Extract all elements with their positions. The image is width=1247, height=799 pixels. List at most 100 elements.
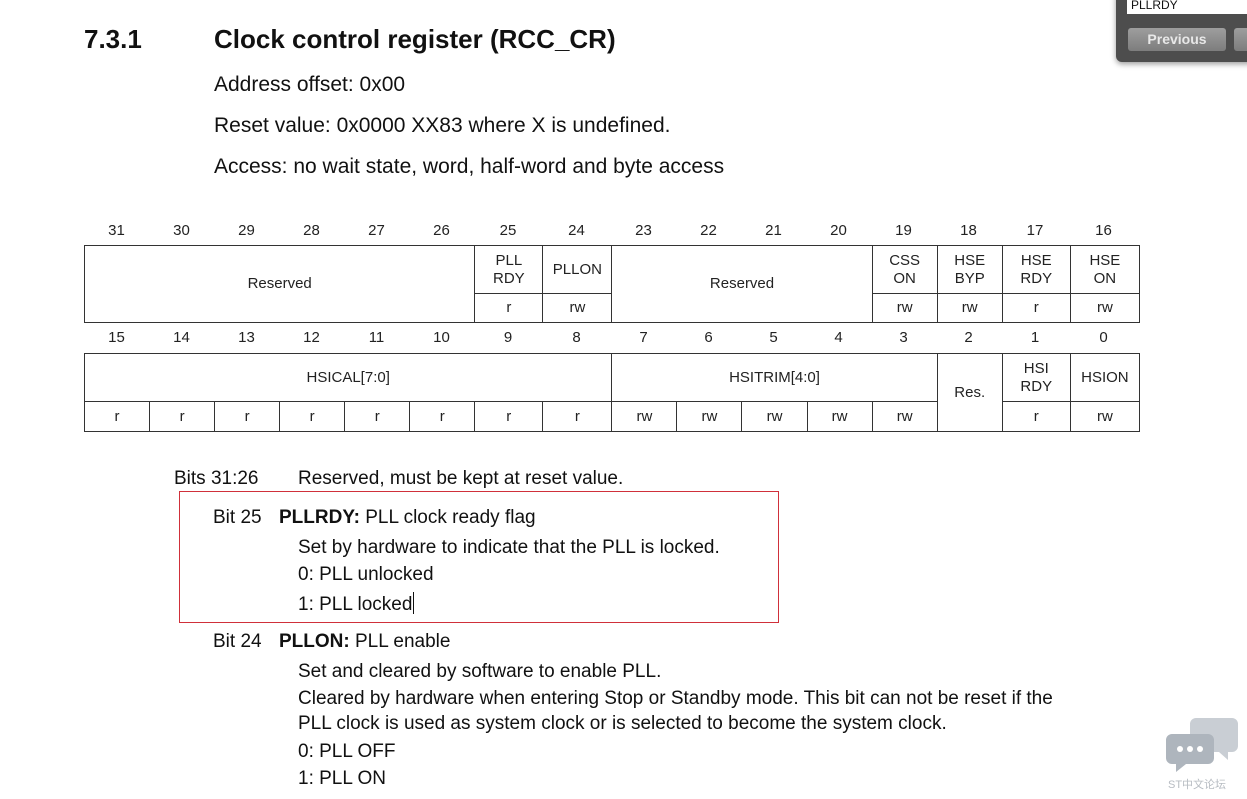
search-highlight-box <box>179 491 779 623</box>
res-field: Res. <box>936 353 1003 432</box>
bit24-name: PLLON: <box>279 631 350 652</box>
pllrdy-access: r <box>474 293 544 323</box>
bit-number: 31 <box>108 222 125 239</box>
bit-number: 16 <box>1095 222 1112 239</box>
bit-number: 1 <box>1030 329 1040 346</box>
access-cell: r <box>542 401 613 432</box>
bit24-title: PLL enable <box>349 631 451 652</box>
access-cell: r <box>409 401 476 432</box>
access-cell: r <box>83 401 151 432</box>
access-cell: r <box>149 401 216 432</box>
bit-number: 12 <box>303 329 320 346</box>
upper-bit-numbers: 31 30 29 28 27 26 25 24 23 22 21 20 19 18 17 16 <box>84 222 1140 242</box>
access-cell: rw <box>871 401 938 432</box>
bit24-line2: Cleared by hardware when entering Stop o… <box>298 688 1053 709</box>
reset-value: Reset value: 0x0000 XX83 where X is unde… <box>214 114 671 137</box>
bit24-heading: PLLON: PLL enable <box>279 631 450 653</box>
bit-number: 23 <box>635 222 652 239</box>
watermark-text: ST中文论坛 <box>1168 779 1227 791</box>
bit-number: 2 <box>964 329 973 346</box>
bit-number: 6 <box>704 329 713 346</box>
access-cell: r <box>344 401 411 432</box>
access-cell: rw <box>741 401 808 432</box>
address-offset: Address offset: 0x00 <box>214 73 406 96</box>
bit-number: 10 <box>433 329 450 346</box>
bit-number: 17 <box>1026 222 1044 239</box>
hsion-access: rw <box>1069 401 1141 432</box>
bit-number: 22 <box>700 222 717 239</box>
bit-number: 24 <box>568 222 585 239</box>
access-cell: r <box>279 401 346 432</box>
bit-number: 25 <box>499 222 517 239</box>
bit-number: 14 <box>173 329 190 346</box>
reserved-field-mid: Reserved <box>611 245 873 323</box>
access-cell: r <box>474 401 544 432</box>
hsical-field: HSICAL[7:0] <box>83 353 613 402</box>
bit25-name: PLLRDY: <box>279 507 360 528</box>
bit24-line5: 1: PLL ON <box>298 768 387 789</box>
access-cell: rw <box>676 401 743 432</box>
bit-number: 21 <box>765 222 782 239</box>
bit-number: 29 <box>238 222 255 239</box>
bit-number: 7 <box>639 329 648 346</box>
bit25-title: PLL clock ready flag <box>359 507 536 528</box>
bit-number: 11 <box>368 329 385 346</box>
hsion-field: HSION <box>1069 353 1141 402</box>
section-title: Clock control register (RCC_CR) <box>214 24 616 54</box>
bits-31-26-label: Bits 31:26 <box>174 468 259 489</box>
hsebyp-access: rw <box>936 293 1003 323</box>
bit24-label: Bit 24 <box>213 631 262 652</box>
bit24-line1: Set and cleared by software to enable PL… <box>298 661 662 682</box>
bit24-line4: 0: PLL OFF <box>298 741 396 762</box>
access-cell: rw <box>611 401 678 432</box>
bit25-label: Bit 25 <box>213 507 262 528</box>
access-cell: r <box>214 401 281 432</box>
bit25-line3: 1: PLL locked <box>298 594 413 615</box>
bit-number: 15 <box>108 329 125 346</box>
bit-number: 19 <box>895 222 912 239</box>
pllon-field: PLLON <box>542 245 613 294</box>
section-number: 7.3.1 <box>84 24 142 54</box>
bits-31-26-text: Reserved, must be kept at reset value. <box>298 468 624 489</box>
bit-number: 27 <box>368 222 385 239</box>
hseon-access: rw <box>1069 293 1141 323</box>
bit-number: 8 <box>572 329 581 346</box>
bit-number: 26 <box>433 222 450 239</box>
text-cursor <box>413 592 415 614</box>
chat-bubbles-icon <box>1166 718 1238 772</box>
hserdy-access: r <box>1001 293 1071 323</box>
reserved-field-hi: Reserved <box>83 245 476 323</box>
bit-number: 28 <box>303 222 320 239</box>
bit-number: 4 <box>834 329 843 346</box>
bit-number: 5 <box>769 329 778 346</box>
bit25-line3-wrap: 1: PLL locked <box>298 592 415 616</box>
bit-number: 18 <box>960 222 977 239</box>
bit-number: 20 <box>830 222 847 239</box>
previous-button[interactable]: Previous <box>1128 28 1226 51</box>
bit-number: 30 <box>173 222 190 239</box>
access-info: Access: no wait state, word, half-word a… <box>214 155 725 178</box>
bit-number: 3 <box>899 329 908 346</box>
csson-access: rw <box>871 293 938 323</box>
bit-number: 13 <box>238 329 255 346</box>
bit25-line2: 0: PLL unlocked <box>298 564 434 585</box>
hsirdy-access: r <box>1001 401 1071 432</box>
next-button[interactable] <box>1234 28 1247 51</box>
bit-number: 0 <box>1099 329 1108 346</box>
bit24-line3: PLL clock is used as system clock or is … <box>298 713 947 734</box>
access-cell: rw <box>806 401 873 432</box>
bit-number: 9 <box>503 329 513 346</box>
bit25-heading: PLLRDY: PLL clock ready flag <box>279 507 536 529</box>
pllon-access: rw <box>542 293 613 323</box>
hsitrim-field: HSITRIM[4:0] <box>611 353 938 402</box>
find-input[interactable]: PLLRDY <box>1127 0 1247 14</box>
